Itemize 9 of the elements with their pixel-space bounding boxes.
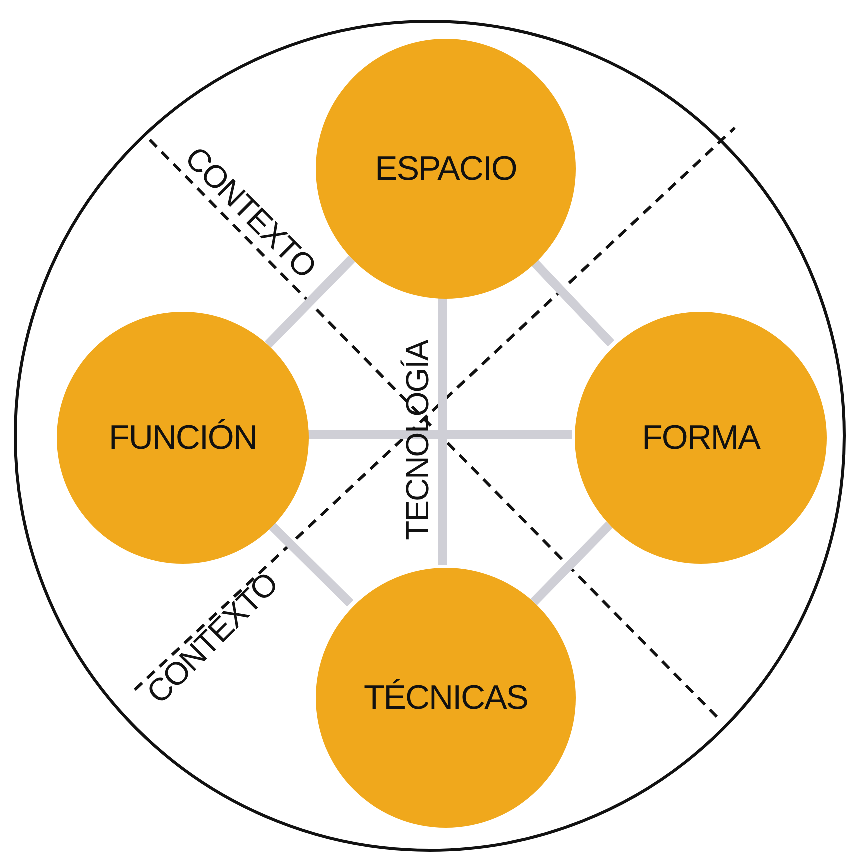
topic-label: FUNCIÓN <box>109 418 257 458</box>
boundary-circle <box>14 20 846 852</box>
connector-line <box>530 522 613 606</box>
topic-label: TÉCNICAS <box>364 678 528 718</box>
connector-line <box>306 430 572 440</box>
topic-label: ESPACIO <box>375 150 517 188</box>
vertical-label: TECNOLOGÍA <box>399 340 436 540</box>
topic-label: FORMA <box>642 418 760 458</box>
connector-line <box>264 256 356 348</box>
